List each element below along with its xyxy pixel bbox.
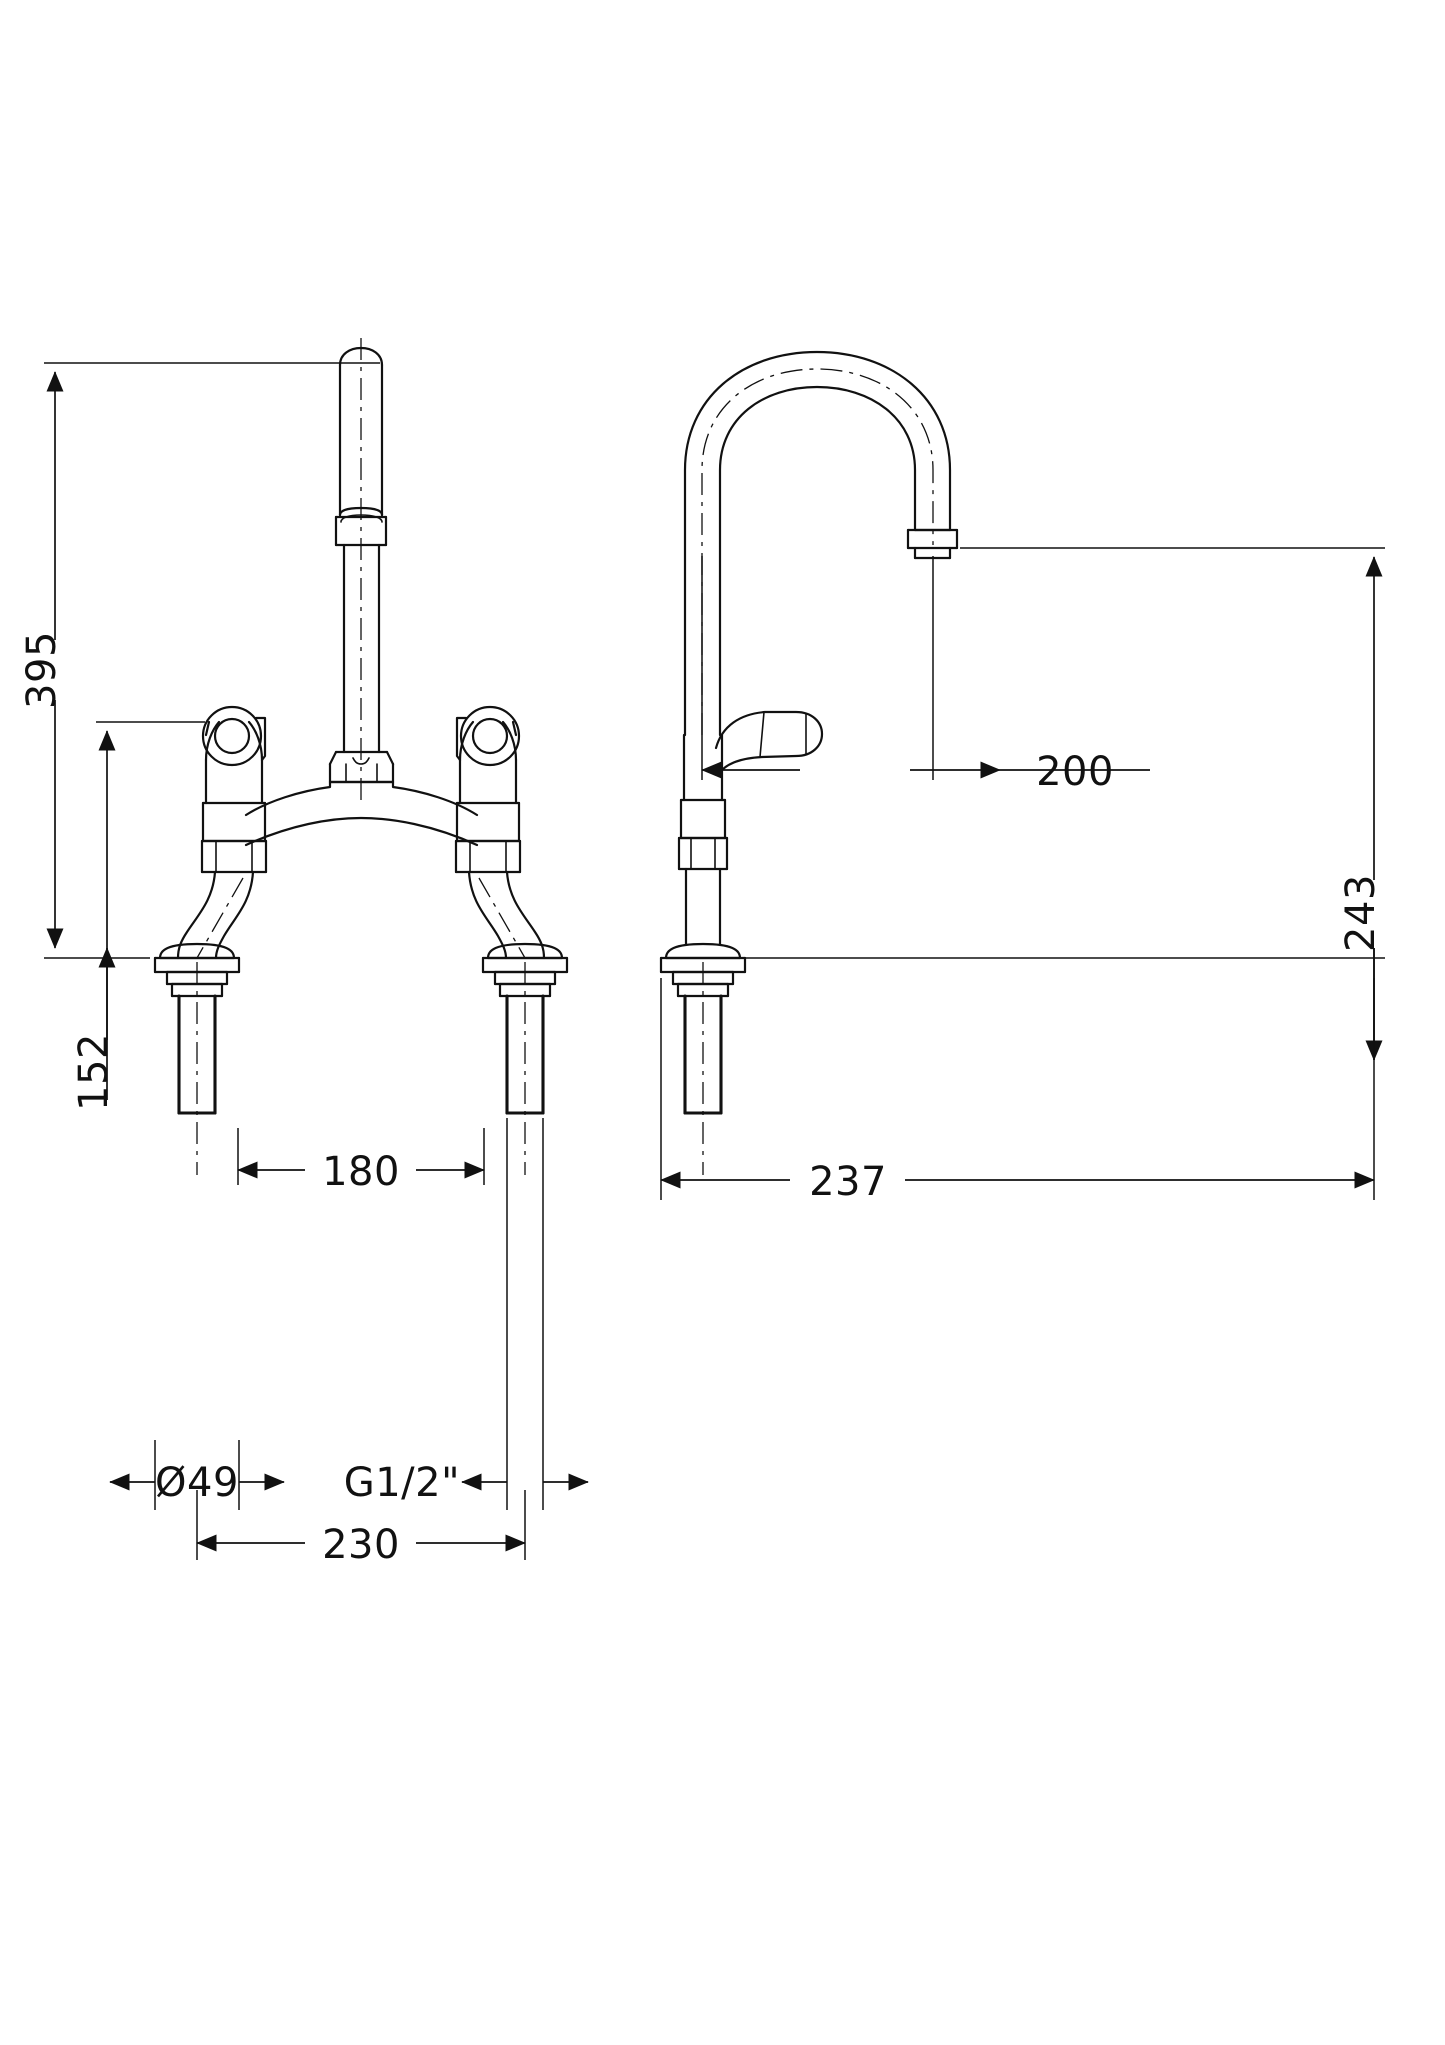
front-bridge-body xyxy=(244,780,479,847)
dimension-handle-height: 152 xyxy=(71,721,205,1111)
dimension-overall-width: 230 xyxy=(196,1490,526,1568)
dimension-label-180: 180 xyxy=(322,1149,400,1195)
side-valve-body xyxy=(659,733,747,1175)
dimension-spout-reach: 200 xyxy=(701,556,1150,795)
dimension-thread-size: G1/2" xyxy=(344,1118,589,1510)
front-riser-column xyxy=(334,338,388,800)
front-elevation-view xyxy=(153,338,569,1175)
dimension-label-395: 395 xyxy=(19,631,65,709)
dimension-label-thread: G1/2" xyxy=(344,1460,460,1506)
side-elevation-view xyxy=(659,350,959,1175)
dimension-label-243: 243 xyxy=(1338,874,1384,952)
front-left-valve-assembly xyxy=(153,705,268,1175)
front-right-valve-assembly xyxy=(454,705,569,1175)
dimension-label-200: 200 xyxy=(1036,749,1114,795)
dimension-overall-depth: 237 xyxy=(660,978,1375,1205)
dimension-label-237: 237 xyxy=(809,1159,887,1205)
side-gooseneck-spout xyxy=(683,350,952,737)
dimension-label-230: 230 xyxy=(322,1522,400,1568)
dimension-label-152: 152 xyxy=(71,1033,117,1111)
dimension-centre-to-centre-180: 180 xyxy=(237,1128,485,1195)
dimension-overall-height: 395 xyxy=(19,362,380,959)
side-lever-handle xyxy=(714,710,824,772)
